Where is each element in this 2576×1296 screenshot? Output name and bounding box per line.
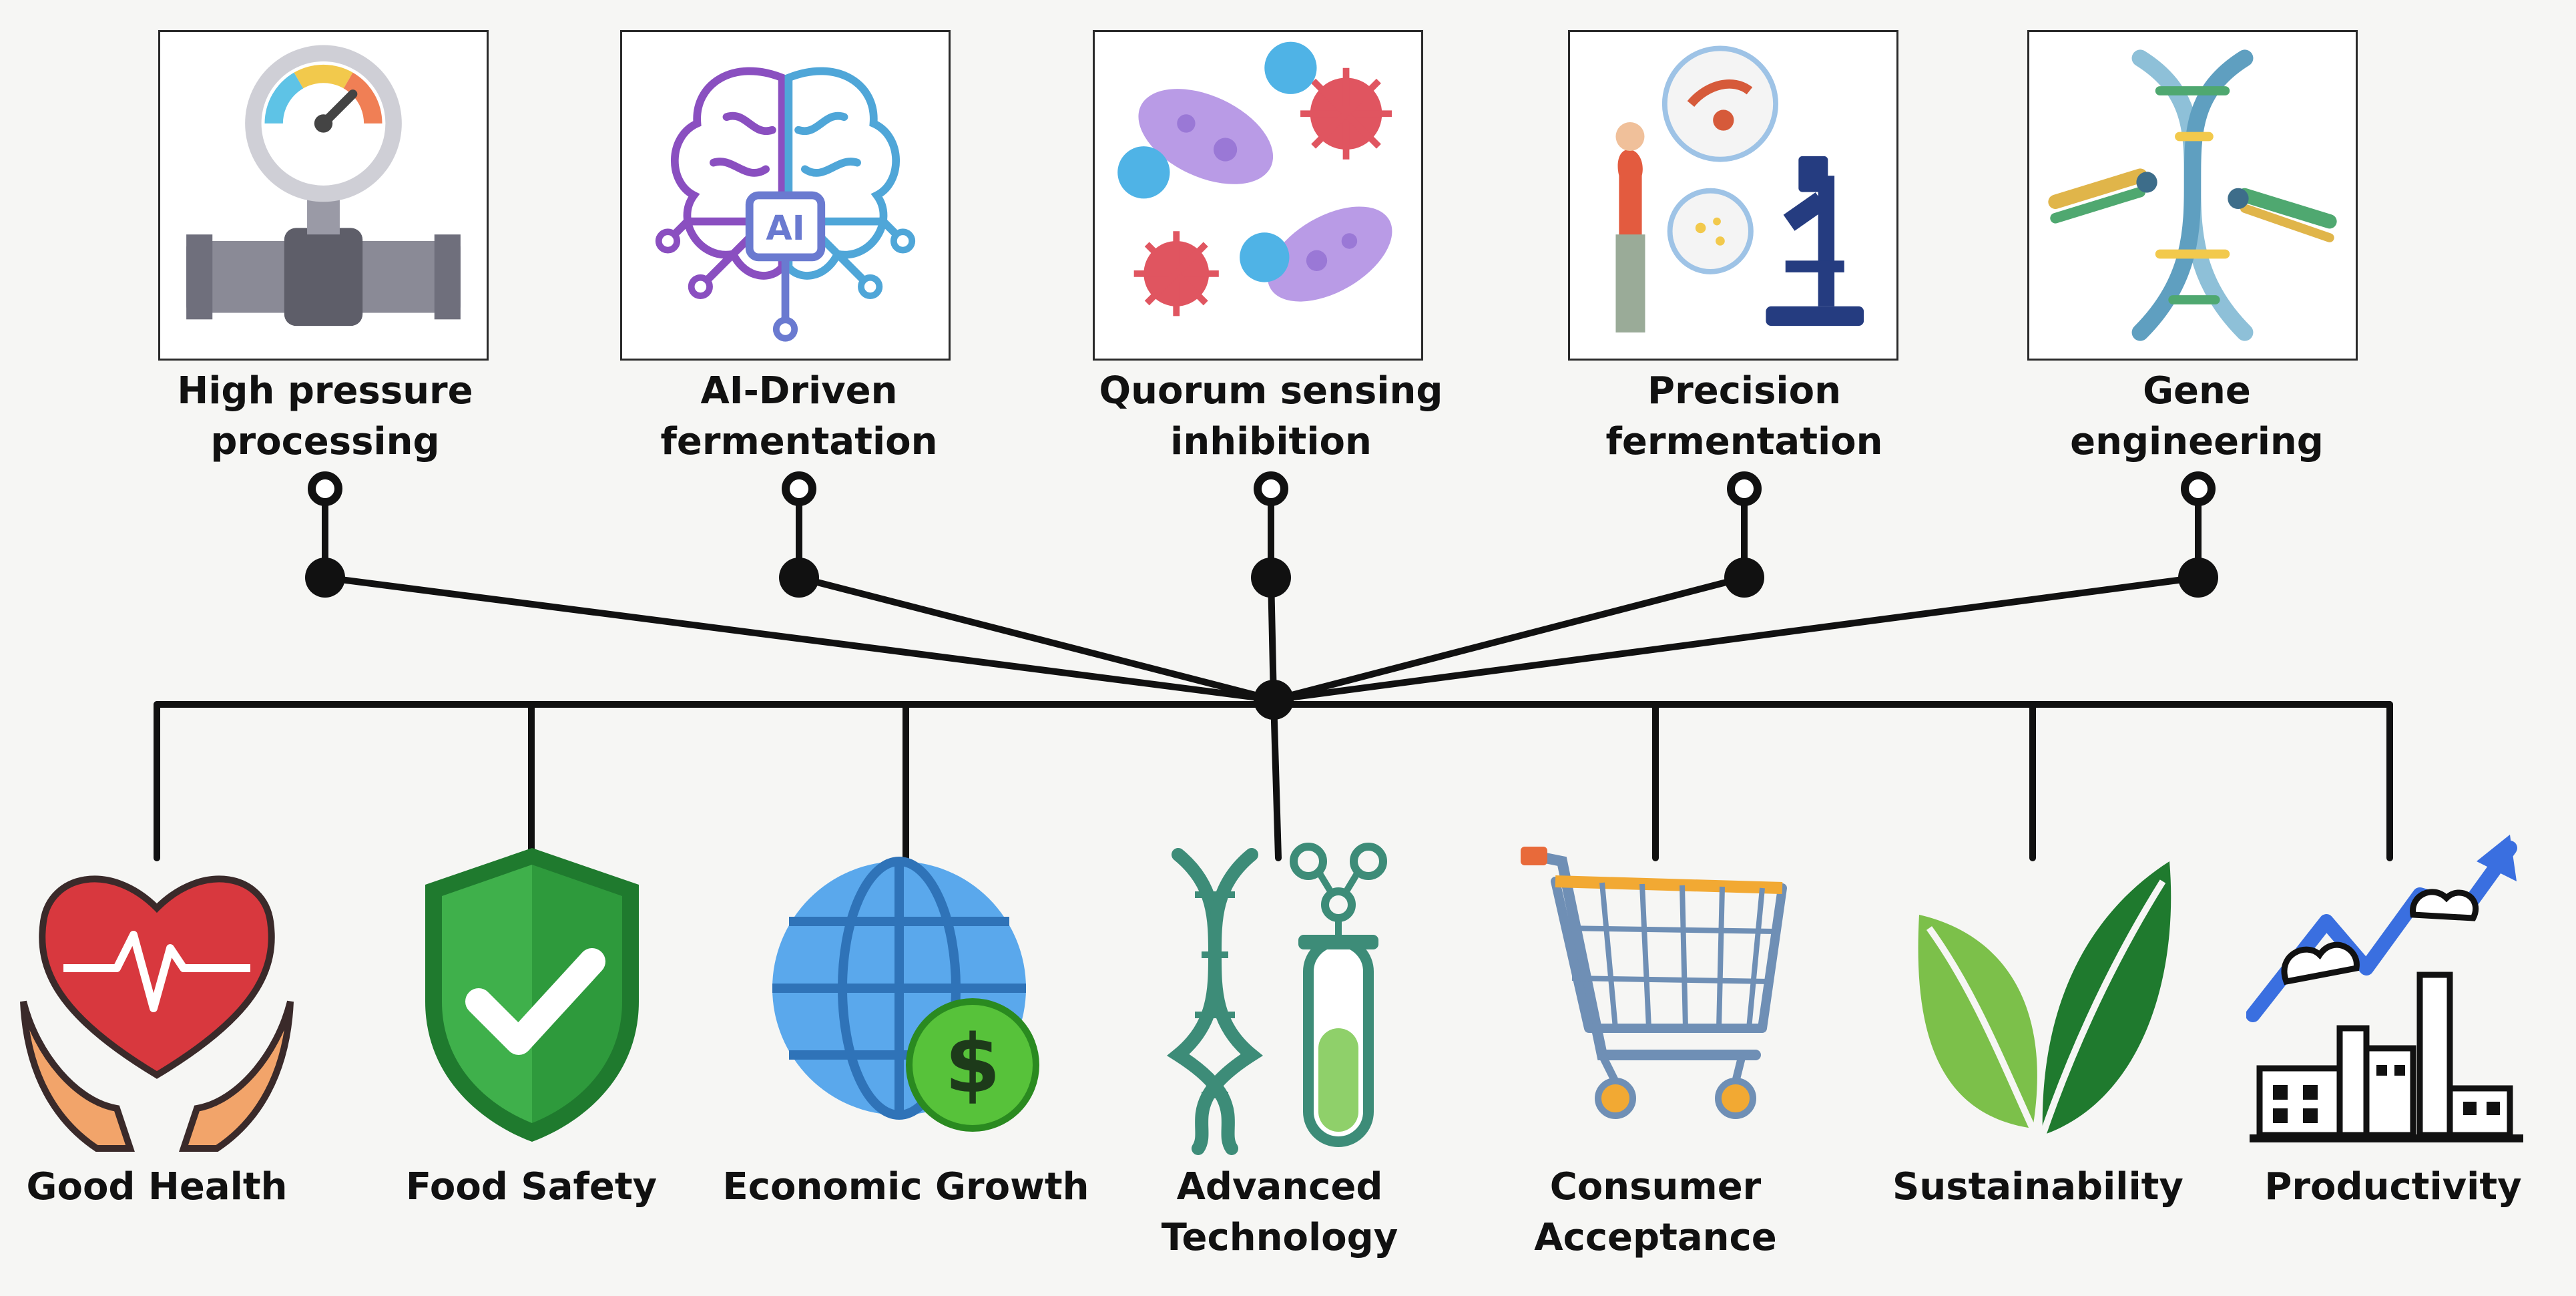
outcome-label-1-line1: Good Health	[26, 1165, 288, 1209]
outcome-label-2-line2	[331, 1213, 732, 1263]
bacteria-icon	[1117, 41, 1392, 316]
outcome-icon-6	[1899, 835, 2179, 1155]
outcome-icon-3: $	[766, 835, 1046, 1155]
dna-test-tube-icon	[1166, 843, 1387, 1155]
outcome-label-5: Consumer Acceptance	[1455, 1162, 1856, 1263]
leaves-icon	[1918, 861, 2171, 1136]
shield-check-icon	[425, 848, 639, 1142]
outcome-label-1: Good Health	[0, 1162, 357, 1263]
tech-box-1	[158, 30, 489, 361]
tech-label-1: High pressure processing	[125, 366, 525, 467]
tech-label-4: Precision fermentation	[1544, 366, 1945, 467]
tech-connector-4	[1270, 574, 1748, 703]
tech-label-5: Gene engineering	[1997, 366, 2397, 467]
tech-label-4-line2: fermentation	[1605, 420, 1883, 463]
tech-label-3-line2: inhibition	[1170, 420, 1372, 463]
outcome-icon-7	[2246, 835, 2527, 1155]
tech-joint-node-5	[2178, 558, 2218, 598]
central-hub-node	[1254, 680, 1294, 720]
outcome-label-2-line1: Food Safety	[405, 1165, 658, 1209]
outcome-label-7-line1: Productivity	[2264, 1165, 2522, 1209]
outcome-label-1-line2	[0, 1213, 357, 1263]
tech-connector-2	[796, 574, 1277, 703]
outcome-label-7-line2	[2193, 1213, 2576, 1263]
tech-label-3-line1: Quorum sensing	[1099, 369, 1443, 413]
svg-text:$: $	[945, 1018, 1001, 1111]
tech-connector-1	[322, 574, 1277, 703]
tech-label-1-line1: High pressure	[177, 369, 473, 413]
outcome-label-4-line1: Advanced	[1176, 1165, 1383, 1209]
microscope-scientist-icon	[1615, 45, 1864, 333]
tech-open-node-1	[308, 471, 342, 506]
outcome-label-6-line1: Sustainability	[1892, 1165, 2183, 1209]
outcome-label-3-line1: Economic Growth	[722, 1165, 1089, 1209]
outcome-label-3-line2	[706, 1213, 1106, 1263]
globe-dollar-icon: $	[772, 857, 1039, 1132]
outcome-label-2: Food Safety	[331, 1162, 732, 1263]
tech-label-2-line2: fermentation	[660, 420, 938, 463]
outcome-label-5-line1: Consumer	[1549, 1165, 1762, 1209]
dna-icon	[2048, 49, 2337, 341]
pressure-gauge-icon	[186, 45, 461, 327]
outcome-label-6: Sustainability	[1838, 1162, 2238, 1263]
tech-box-3	[1093, 30, 1423, 361]
tech-box-2: AI	[620, 30, 951, 361]
tech-label-2: AI-Driven fermentation	[599, 366, 999, 467]
tech-open-node-3	[1254, 471, 1288, 506]
trunk-line	[1270, 696, 1282, 861]
tech-label-3: Quorum sensing inhibition	[1071, 366, 1471, 467]
outcome-icon-2	[392, 835, 672, 1155]
factory-growth-icon	[2246, 835, 2523, 1142]
shopping-cart-icon	[1521, 847, 1787, 1119]
outcome-icon-1	[17, 835, 297, 1155]
tech-label-1-line2: processing	[210, 420, 440, 463]
outcome-icon-4	[1138, 835, 1419, 1155]
tech-joint-node-2	[779, 558, 819, 598]
outcome-label-5-line2: Acceptance	[1534, 1216, 1777, 1259]
svg-text:AI: AI	[766, 208, 804, 248]
heart-hands-icon	[20, 875, 294, 1152]
tech-box-5	[2027, 30, 2358, 361]
tech-connector-5	[1270, 574, 2202, 703]
tech-connector-3	[1268, 574, 1277, 703]
outcome-label-6-line2	[1838, 1213, 2238, 1263]
tech-joint-node-4	[1724, 558, 1764, 598]
tech-open-node-4	[1727, 471, 1762, 506]
tech-open-node-5	[2181, 471, 2216, 506]
tech-label-2-line1: AI-Driven	[700, 369, 898, 413]
outcome-label-3: Economic Growth	[706, 1162, 1106, 1263]
outcome-label-4: Advanced Technology	[1079, 1162, 1480, 1263]
tech-joint-node-3	[1251, 558, 1291, 598]
tech-label-5-line2: engineering	[2070, 420, 2324, 463]
outcome-label-7: Productivity	[2193, 1162, 2576, 1263]
outcome-label-4-line2: Technology	[1161, 1216, 1398, 1259]
tech-label-5-line1: Gene	[2143, 369, 2251, 413]
ai-brain-icon: AI	[655, 67, 916, 342]
outcome-icon-5	[1515, 835, 1796, 1155]
tech-open-node-2	[782, 471, 816, 506]
tech-joint-node-1	[305, 558, 345, 598]
tech-box-4	[1568, 30, 1898, 361]
tech-label-4-line1: Precision	[1647, 369, 1841, 413]
